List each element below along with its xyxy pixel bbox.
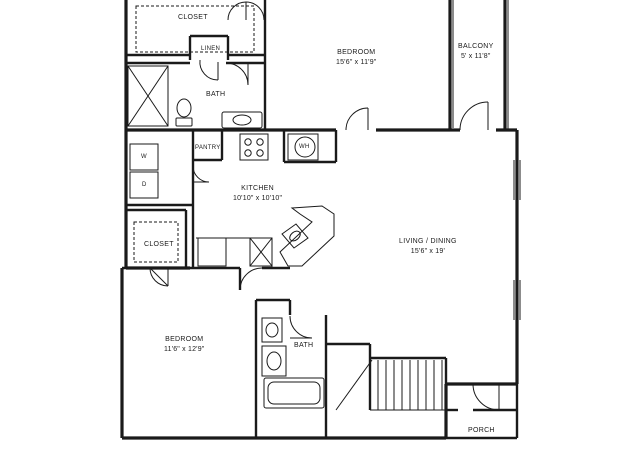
room-name: BATH — [294, 342, 314, 349]
laundry — [129, 143, 159, 199]
room-name: PORCH — [468, 427, 495, 434]
room-name: BEDROOM — [337, 49, 376, 56]
room-label-bath-bottom: BATH — [294, 341, 313, 351]
fixture-name: W — [141, 154, 147, 160]
closet-top-rod — [135, 5, 255, 53]
room-name: PANTRY — [195, 145, 221, 151]
room-label-bath-top: BATH — [206, 90, 225, 100]
room-dimensions: 15'6" x 19' — [410, 248, 445, 255]
room-dimensions: 10'10" x 10'10" — [233, 195, 283, 202]
room-name: LIVING / DINING — [399, 238, 457, 245]
room-name: CLOSET — [178, 14, 208, 21]
windows — [513, 160, 521, 320]
room-label-bedroom-1: BEDROOM 15'6" x 11'9" — [336, 48, 376, 68]
sink-top — [221, 111, 263, 129]
room-name: BEDROOM — [165, 336, 204, 343]
room-label-closet-top: CLOSET — [178, 13, 208, 23]
bath-bottom-fixtures — [261, 317, 325, 409]
label-dryer: D — [142, 180, 147, 190]
kitchen-counter — [196, 205, 335, 268]
room-label-living-dining: LIVING / DINING 15'6" x 19' — [399, 237, 457, 257]
room-name: CLOSET — [144, 241, 174, 248]
room-label-kitchen: KITCHEN 10'10" x 10'10" — [233, 184, 282, 204]
room-dimensions: 5' x 11'8" — [460, 53, 491, 60]
label-water-heater: WH — [299, 142, 310, 152]
room-label-porch: PORCH — [468, 426, 495, 436]
shower-top — [127, 65, 169, 127]
room-label-closet-mid: CLOSET — [144, 240, 174, 250]
stove — [239, 133, 269, 161]
room-dimensions: 11'6" x 12'9" — [164, 346, 205, 353]
room-label-bedroom-2: BEDROOM 11'6" x 12'9" — [164, 335, 204, 355]
room-label-linen: LINEN — [201, 44, 220, 54]
room-dimensions: 15'6" x 11'9" — [336, 59, 377, 66]
room-name: LINEN — [201, 46, 221, 52]
closet-mid-rod — [133, 221, 179, 263]
stairs — [325, 346, 446, 411]
door-swings — [149, 1, 500, 411]
room-label-pantry: PANTRY — [195, 143, 221, 153]
fixture-name: D — [142, 182, 147, 188]
room-label-balcony: BALCONY 5' x 11'8" — [458, 42, 494, 62]
room-name: BATH — [206, 91, 226, 98]
water-heater — [287, 133, 319, 161]
interior-walls — [122, 0, 519, 440]
balcony-rail — [452, 0, 509, 130]
exterior-walls — [120, 0, 519, 440]
toilet-top — [175, 98, 193, 127]
label-washer: W — [141, 152, 147, 162]
room-name: BALCONY — [458, 43, 494, 50]
fixture-name: WH — [299, 144, 310, 150]
room-name: KITCHEN — [241, 185, 274, 192]
